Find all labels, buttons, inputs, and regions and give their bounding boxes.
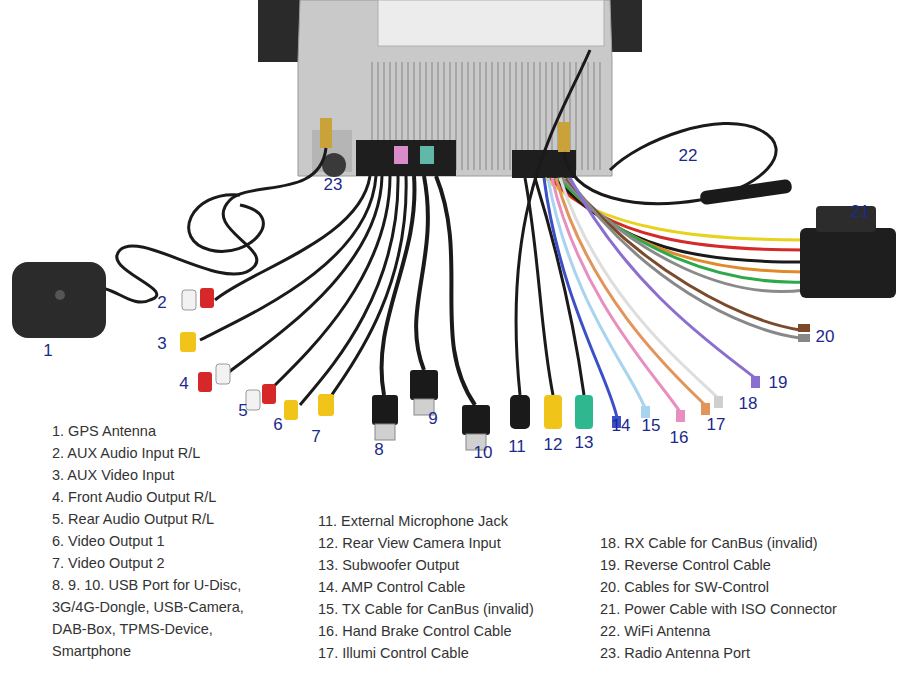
wire xyxy=(548,178,645,408)
gps-antenna-post xyxy=(320,118,332,148)
callout-number: 15 xyxy=(642,416,661,436)
callout-number: 3 xyxy=(157,334,166,354)
callout-number: 21 xyxy=(851,202,870,222)
wire xyxy=(560,178,718,398)
wire xyxy=(570,178,755,378)
callout-number: 4 xyxy=(179,374,188,394)
cable xyxy=(268,176,390,392)
rca-plug xyxy=(284,400,298,420)
usb-cable xyxy=(436,176,475,405)
wire-tip xyxy=(701,403,710,415)
legend-item: 12. Rear View Camera Input xyxy=(318,532,501,554)
legend-item: 17. Illumi Control Cable xyxy=(318,642,469,664)
wire xyxy=(568,178,800,338)
wire-tip xyxy=(798,334,810,342)
rca-plug xyxy=(200,288,214,308)
wire-tip xyxy=(798,324,810,332)
wire xyxy=(545,178,805,240)
wire xyxy=(566,178,800,330)
wire xyxy=(544,178,617,418)
callout-number: 16 xyxy=(670,428,689,448)
wire xyxy=(550,178,805,250)
iso-connector xyxy=(800,228,896,298)
wire-tip xyxy=(676,410,685,422)
callout-number: 19 xyxy=(769,373,788,393)
rear-plug-block xyxy=(356,140,456,176)
callout-number: 22 xyxy=(679,146,698,166)
teal-plug xyxy=(420,146,434,164)
legend-item: 7. Video Output 2 xyxy=(52,552,165,574)
callout-number: 20 xyxy=(816,327,835,347)
callout-number: 1 xyxy=(43,341,52,361)
callout-number: 6 xyxy=(273,415,282,435)
callout-number: 9 xyxy=(428,409,437,429)
callout-number: 11 xyxy=(508,437,526,457)
legend-item: 23. Radio Antenna Port xyxy=(600,642,750,664)
callout-number: 23 xyxy=(324,175,343,195)
callout-number: 2 xyxy=(157,293,166,313)
callout-number: 8 xyxy=(374,440,383,460)
callout-number: 12 xyxy=(544,435,563,455)
rca-plug xyxy=(318,394,334,416)
callout-number: 7 xyxy=(311,427,320,447)
legend-item: 3. AUX Video Input xyxy=(52,464,174,486)
wifi-antenna xyxy=(699,179,792,206)
wire xyxy=(556,178,705,405)
legend-item: 13. Subwoofer Output xyxy=(318,554,459,576)
rca-plug xyxy=(198,372,212,392)
callout-number: 17 xyxy=(707,415,726,435)
legend-item: 18. RX Cable for CanBus (invalid) xyxy=(600,532,818,554)
legend-item: 20. Cables for SW-Control xyxy=(600,576,769,598)
legend-item: 5. Rear Audio Output R/L xyxy=(52,508,214,530)
callout-number: 10 xyxy=(474,443,493,463)
callout-number: 18 xyxy=(739,394,758,414)
usb-plug xyxy=(410,370,438,400)
unit-sticker xyxy=(378,0,604,46)
legend-item: 16. Hand Brake Control Cable xyxy=(318,620,511,642)
rca-plug xyxy=(182,290,196,310)
unit-back xyxy=(298,0,612,176)
callout-number: 14 xyxy=(612,416,631,436)
wifi-antenna-post xyxy=(558,122,570,152)
legend-item: 22. WiFi Antenna xyxy=(600,620,710,642)
gps-antenna-puck xyxy=(12,262,106,338)
legend-item: 21. Power Cable with ISO Connector xyxy=(600,598,837,620)
legend-item: 15. TX Cable for CanBus (invalid) xyxy=(318,598,534,620)
gps-cable-loop xyxy=(189,195,264,252)
wire-tip xyxy=(751,376,760,388)
rca-plug xyxy=(246,390,260,410)
mic-jack xyxy=(510,395,530,429)
pink-plug xyxy=(394,146,408,164)
legend-item: 6. Video Output 1 xyxy=(52,530,165,552)
cable xyxy=(200,176,376,340)
legend-item: 1. GPS Antenna xyxy=(52,420,156,442)
camera-rca xyxy=(544,395,562,429)
rca-plug xyxy=(180,332,196,352)
rca-plug xyxy=(216,364,230,384)
legend-item: 8. 9. 10. USB Port for U-Disc, 3G/4G-Don… xyxy=(52,574,270,662)
legend-item: 14. AMP Control Cable xyxy=(318,576,465,598)
cable xyxy=(225,176,382,375)
wire-tip xyxy=(714,396,723,408)
usb-port xyxy=(375,424,395,440)
callout-number: 5 xyxy=(238,401,247,421)
legend-item: 11. External Microphone Jack xyxy=(318,510,508,532)
usb-cable xyxy=(416,176,428,370)
usb-plug xyxy=(372,395,398,425)
usb-plug xyxy=(462,405,490,435)
legend-item: 4. Front Audio Output R/L xyxy=(52,486,216,508)
usb-cable xyxy=(382,176,415,395)
gps-cable xyxy=(90,148,326,302)
cable xyxy=(215,176,370,300)
callout-number: 13 xyxy=(575,433,594,453)
sub-rca xyxy=(575,395,593,429)
legend-item: 19. Reverse Control Cable xyxy=(600,554,771,576)
rca-plug xyxy=(262,384,276,404)
legend-item: 2. AUX Audio Input R/L xyxy=(52,442,200,464)
gps-logo xyxy=(55,290,65,300)
